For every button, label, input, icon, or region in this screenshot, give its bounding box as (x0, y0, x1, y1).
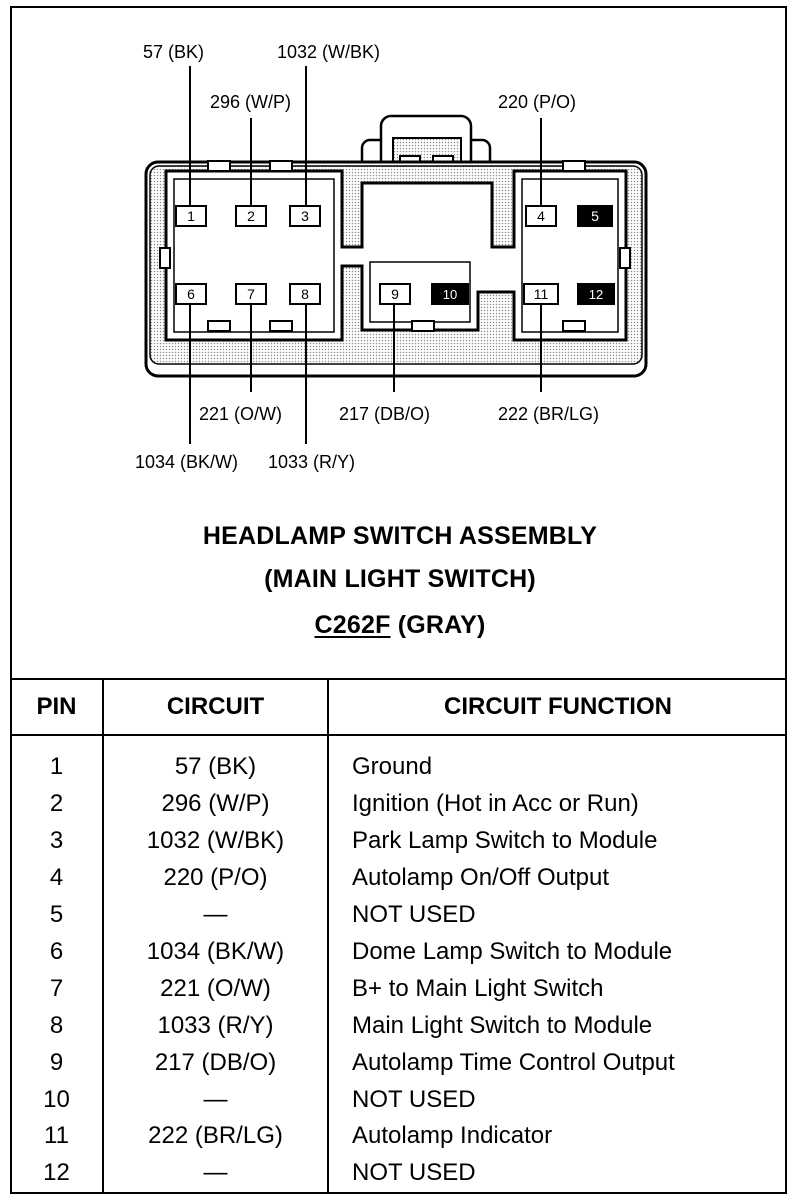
cell-function: Main Light Switch to Module (327, 1007, 787, 1045)
cell-circuit: — (102, 896, 328, 934)
cell-circuit: — (102, 1081, 328, 1119)
cell-circuit: 217 (DB/O) (102, 1044, 328, 1082)
cell-pin: 8 (49, 1011, 64, 1039)
cell-circuit: 57 (BK) (102, 735, 328, 786)
pin-cavities: 1 2 3 4 5 6 7 8 (175, 205, 615, 305)
cell-function: Ignition (Hot in Acc or Run) (327, 786, 787, 823)
caption-title: HEADLAMP SWITCH ASSEMBLY (202, 522, 598, 550)
table-row: 9 217 (DB/O) Autolamp Time Control Outpu… (11, 1044, 787, 1082)
table-row: 1 57 (BK) Ground (11, 735, 787, 786)
connector-cavity (164, 169, 628, 342)
pin-12: 12 (577, 283, 615, 305)
caption-connector: C262F (GRAY) (0, 611, 800, 640)
table-row: 8 1033 (R/Y) Main Light Switch to Module (11, 1007, 787, 1045)
cell-circuit: 1032 (W/BK) (102, 822, 328, 860)
pin-3: 3 (289, 205, 321, 227)
pin-1: 1 (175, 205, 207, 227)
cell-pin: 10 (43, 1085, 70, 1113)
table-row: 2 296 (W/P) Ignition (Hot in Acc or Run) (11, 786, 787, 823)
pin-9: 9 (379, 283, 411, 305)
label-1033: 1033 (R/Y) (268, 452, 355, 472)
svg-text:11: 11 (534, 286, 549, 302)
pin-7: 7 (235, 283, 267, 305)
cell-circuit: 1034 (BK/W) (102, 933, 328, 971)
table-row: 7 221 (O/W) B+ to Main Light Switch (11, 970, 787, 1008)
cell-function: Dome Lamp Switch to Module (327, 933, 787, 971)
svg-text:8: 8 (301, 286, 309, 302)
cell-circuit: 222 (BR/LG) (102, 1118, 328, 1155)
cell-pin: 12 (43, 1159, 70, 1187)
pin-table: PIN CIRCUIT CIRCUIT FUNCTION 1 57 (BK) G… (11, 678, 787, 1192)
header-function: CIRCUIT FUNCTION (327, 678, 787, 736)
table-row: 4 220 (P/O) Autolamp On/Off Output (11, 859, 787, 897)
svg-text:5: 5 (591, 208, 599, 224)
pin-8: 8 (289, 283, 321, 305)
cell-pin: 11 (44, 1122, 69, 1150)
svg-text:2: 2 (247, 208, 255, 224)
label-222: 222 (BR/LG) (498, 404, 599, 424)
cell-pin: 7 (49, 974, 64, 1002)
label-1032: 1032 (W/BK) (277, 42, 380, 62)
table-row: 11 222 (BR/LG) Autolamp Indicator (11, 1118, 787, 1155)
cell-function: NOT USED (327, 896, 787, 934)
svg-text:12: 12 (589, 287, 603, 302)
table-row: 5 — NOT USED (11, 896, 787, 934)
cell-function: NOT USED (327, 1154, 787, 1192)
cell-pin: 9 (49, 1048, 64, 1076)
cell-circuit: — (102, 1154, 328, 1192)
header-pin: PIN (11, 678, 103, 736)
table-row: 6 1034 (BK/W) Dome Lamp Switch to Module (11, 933, 787, 971)
cell-pin: 5 (49, 901, 64, 929)
svg-text:4: 4 (537, 208, 545, 224)
cell-function: B+ to Main Light Switch (327, 970, 787, 1008)
cell-circuit: 221 (O/W) (102, 970, 328, 1008)
cell-function: Autolamp On/Off Output (327, 859, 787, 897)
cell-pin: 4 (49, 864, 64, 892)
pin-10: 10 (431, 283, 469, 305)
pin-6: 6 (175, 283, 207, 305)
cell-function: NOT USED (327, 1081, 787, 1119)
table-row: 10 — NOT USED (11, 1081, 787, 1119)
cell-pin: 3 (49, 827, 64, 855)
cell-circuit: 296 (W/P) (102, 786, 328, 823)
svg-text:1: 1 (187, 208, 195, 224)
cell-pin: 2 (49, 790, 64, 818)
table-row: 3 1032 (W/BK) Park Lamp Switch to Module (11, 822, 787, 860)
pin-11: 11 (523, 283, 559, 305)
svg-text:10: 10 (443, 287, 457, 302)
svg-text:7: 7 (247, 286, 255, 302)
label-296: 296 (W/P) (210, 92, 291, 112)
label-1034: 1034 (BK/W) (135, 452, 238, 472)
cell-circuit: 220 (P/O) (102, 859, 328, 897)
cell-pin: 1 (49, 753, 64, 780)
pin-2: 2 (235, 205, 267, 227)
table-row: 12 — NOT USED (11, 1154, 787, 1192)
wire-labels: 57 (BK) 1032 (W/BK) 296 (W/P) 220 (P/O) … (135, 42, 599, 472)
cell-function: Autolamp Time Control Output (327, 1044, 787, 1082)
table-header: PIN CIRCUIT CIRCUIT FUNCTION (11, 678, 787, 736)
connector-body (144, 160, 648, 378)
cell-function: Autolamp Indicator (327, 1118, 787, 1155)
label-57: 57 (BK) (143, 42, 204, 62)
svg-text:3: 3 (301, 208, 309, 224)
header-circuit: CIRCUIT (102, 678, 328, 736)
pin-5: 5 (577, 205, 613, 227)
cell-function: Park Lamp Switch to Module (327, 822, 787, 860)
pin-4: 4 (525, 205, 557, 227)
svg-text:6: 6 (187, 286, 195, 302)
wire-leaders (189, 66, 542, 444)
label-217: 217 (DB/O) (339, 404, 430, 424)
cell-pin: 6 (49, 938, 64, 965)
outer-frame (10, 6, 787, 1194)
cell-circuit: 1033 (R/Y) (102, 1007, 328, 1045)
cell-function: Ground (327, 735, 787, 786)
connector-id: C262F (314, 611, 391, 639)
label-220: 220 (P/O) (498, 92, 576, 112)
svg-text:9: 9 (391, 286, 399, 302)
caption-subtitle: (MAIN LIGHT SWITCH) (264, 565, 536, 593)
connector-diagram: 1 2 3 4 5 6 7 8 (135, 42, 648, 472)
label-221: 221 (O/W) (199, 404, 282, 424)
connector-color: (GRAY) (397, 611, 486, 639)
